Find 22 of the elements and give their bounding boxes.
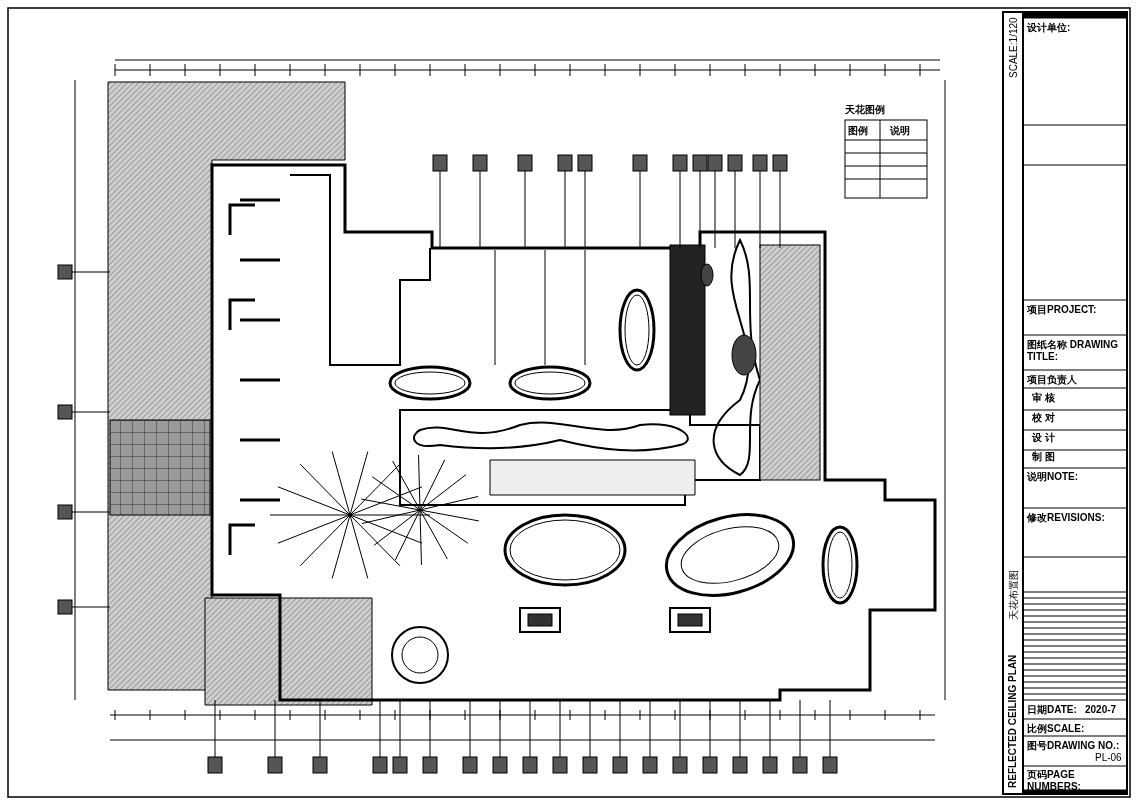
- title-block-label: 页码PAGE NUMBERS:: [1027, 769, 1082, 792]
- legend-heading: 天花图例: [845, 104, 885, 116]
- title-block-label: 比例SCALE:: [1027, 723, 1085, 735]
- title-block-label: 校 对: [1032, 412, 1055, 424]
- title-block-label: 设计单位:: [1027, 22, 1071, 34]
- title-block-label: 审 核: [1032, 392, 1055, 404]
- scale-text: SCALE:1/120: [1008, 17, 1020, 78]
- legend-column-heading: 说明: [890, 125, 910, 137]
- title-block-label: 说明NOTE:: [1027, 471, 1079, 483]
- title-block-label: 图号DRAWING NO.:: [1027, 740, 1120, 752]
- title-block-label: 图纸名称 DRAWING TITLE:: [1027, 339, 1120, 362]
- legend-column-heading: 图例: [848, 125, 868, 137]
- title-block-label: 项目PROJECT:: [1027, 304, 1097, 316]
- title-block-label: 修改REVISIONS:: [1027, 512, 1105, 524]
- drawing-number: PL-06: [1095, 752, 1122, 764]
- drawing-title: REFLECTED CEILING PLAN: [1007, 654, 1019, 788]
- title-block-label: 制 图: [1032, 451, 1055, 463]
- title-block-label: 日期DATE:: [1027, 704, 1077, 716]
- title-block-label: 项目负责人: [1027, 374, 1077, 386]
- date-value: 2020-7: [1085, 704, 1117, 716]
- title-block-label: 设 计: [1032, 432, 1055, 444]
- drawing-title-chinese: 天花布置图: [1008, 570, 1020, 620]
